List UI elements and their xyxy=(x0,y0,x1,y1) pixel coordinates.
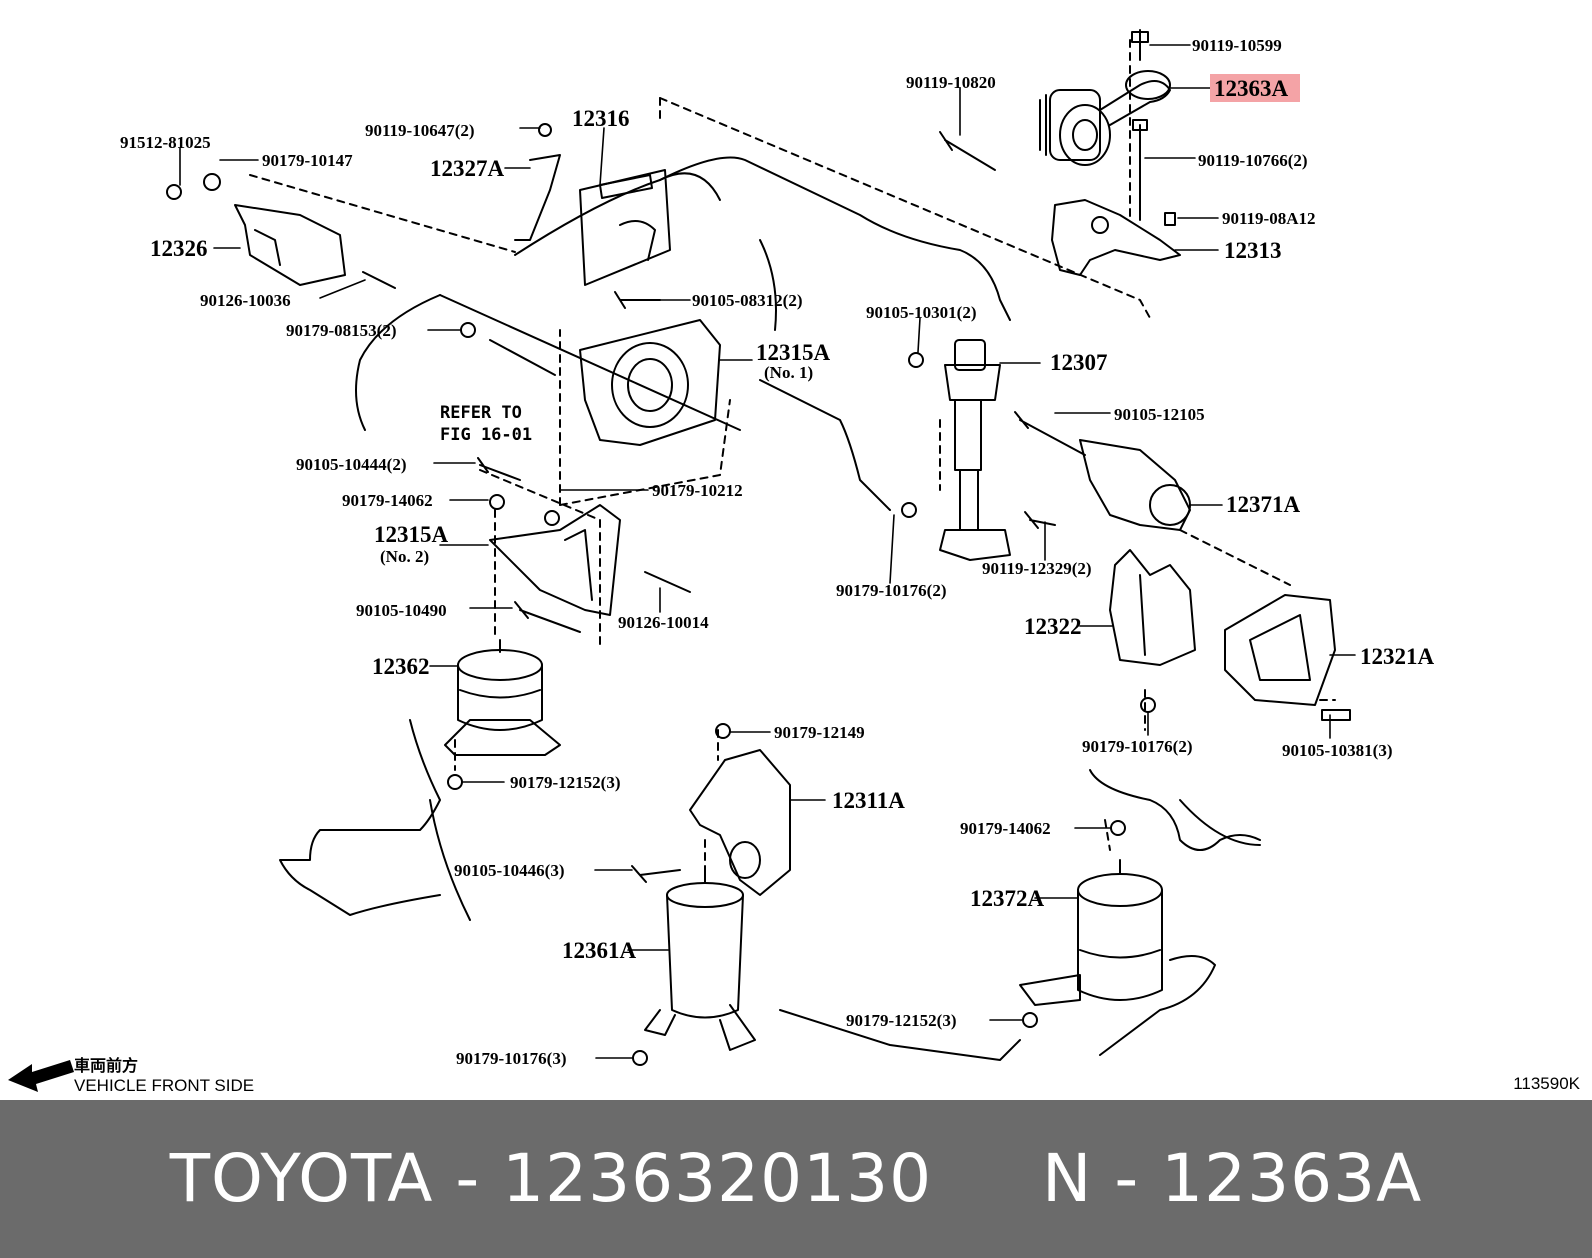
label-90105-10444: 90105-10444(2) xyxy=(296,455,406,474)
separator-2: - xyxy=(1114,1140,1140,1217)
label-12371A: 12371A xyxy=(1226,492,1301,517)
part-12311A-drawing xyxy=(689,749,791,896)
brand-name: TOYOTA xyxy=(169,1140,434,1217)
label-12313: 12313 xyxy=(1224,238,1282,263)
label-90119-12329: 90119-12329(2) xyxy=(982,559,1092,578)
label-90105-10490: 90105-10490 xyxy=(356,601,447,620)
front-label-en: VEHICLE FRONT SIDE xyxy=(74,1076,255,1095)
part-12307-drawing xyxy=(939,339,1011,561)
parts-diagram: 90119-10599 12363A 90119-10820 90119-107… xyxy=(8,29,1580,1095)
label-90179-14062-a: 90179-14062 xyxy=(342,491,433,510)
exploded-view-drawing: 90119-10599 12363A 90119-10820 90119-107… xyxy=(8,29,1435,1092)
label-90119-08A12: 90119-08A12 xyxy=(1222,209,1316,228)
label-90126-10036: 90126-10036 xyxy=(200,291,291,310)
label-90179-10176-b: 90179-10176(2) xyxy=(1082,737,1192,756)
part-12371A-drawing xyxy=(1079,439,1191,531)
note-refer-line2: FIG 16-01 xyxy=(440,425,532,445)
position-prefix: N xyxy=(1042,1140,1093,1217)
front-label-cn: 車両前方 xyxy=(74,1056,139,1075)
label-90179-12149: 90179-12149 xyxy=(774,723,865,742)
engine-outline xyxy=(279,156,1261,1061)
part-12315A-no2-drawing xyxy=(489,504,621,616)
part-12316-drawing xyxy=(579,169,671,286)
front-arrow-icon xyxy=(8,1060,74,1092)
label-90105-12105: 90105-12105 xyxy=(1114,405,1205,424)
label-90126-10014: 90126-10014 xyxy=(618,613,709,632)
label-90179-10212: 90179-10212 xyxy=(652,481,743,500)
label-90179-14062-b: 90179-14062 xyxy=(960,819,1051,838)
label-90119-10820: 90119-10820 xyxy=(906,73,996,92)
label-12363A-highlighted: 12363A xyxy=(1214,76,1289,101)
part-12327A-drawing xyxy=(514,154,561,241)
part-12372A-drawing xyxy=(1019,859,1163,1006)
label-12372A: 12372A xyxy=(970,886,1045,911)
label-90105-10446: 90105-10446(3) xyxy=(454,861,564,880)
label-12307: 12307 xyxy=(1050,350,1108,375)
label-12315A-no2-sub: (No. 2) xyxy=(380,547,429,566)
label-90119-10647: 90119-10647(2) xyxy=(365,121,475,140)
part-info-text: TOYOTA - 1236320130 N - 12363A xyxy=(0,1100,1592,1258)
part-12363A-drawing xyxy=(1039,70,1171,166)
nuts xyxy=(166,123,1156,1066)
part-12321A-drawing xyxy=(1224,594,1336,706)
label-90179-10176-c: 90179-10176(3) xyxy=(456,1049,566,1068)
label-90119-10766: 90119-10766(2) xyxy=(1198,151,1308,170)
label-90179-08153: 90179-08153(2) xyxy=(286,321,396,340)
bolts xyxy=(362,29,1351,883)
label-12315A-no1-sub: (No. 1) xyxy=(764,363,813,382)
label-91512-81025: 91512-81025 xyxy=(120,133,211,152)
part-number: 1236320130 xyxy=(502,1140,933,1217)
part-12361A-drawing xyxy=(644,869,756,1051)
label-12311A: 12311A xyxy=(832,788,905,813)
label-12327A: 12327A xyxy=(430,156,505,181)
label-90105-10381: 90105-10381(3) xyxy=(1282,741,1392,760)
part-12362-drawing xyxy=(444,639,561,756)
label-12326: 12326 xyxy=(150,236,208,261)
part-labels: 90119-10599 12363A 90119-10820 90119-107… xyxy=(120,36,1435,1068)
label-12322: 12322 xyxy=(1024,614,1082,639)
label-12315A-no1: 12315A xyxy=(756,340,831,365)
part-info-bar: TOYOTA - 1236320130 N - 12363A xyxy=(0,1100,1592,1258)
separator: - xyxy=(455,1140,481,1217)
label-12361A: 12361A xyxy=(562,938,637,963)
highlight-box xyxy=(1210,74,1300,102)
label-90179-12152-b: 90179-12152(3) xyxy=(846,1011,956,1030)
position-code: 12363A xyxy=(1161,1140,1423,1217)
note-refer-line1: REFER TO xyxy=(440,403,522,423)
label-12315A-no2: 12315A xyxy=(374,522,449,547)
part-12322-drawing xyxy=(1109,549,1196,666)
label-90179-10147: 90179-10147 xyxy=(262,151,353,170)
part-12315A-no1-drawing xyxy=(579,319,721,446)
leader-lines xyxy=(179,44,1356,1059)
label-90119-10599: 90119-10599 xyxy=(1192,36,1282,55)
label-12321A: 12321A xyxy=(1360,644,1435,669)
label-12362: 12362 xyxy=(372,654,430,679)
part-12326-drawing xyxy=(234,204,346,286)
label-90105-08312: 90105-08312(2) xyxy=(692,291,802,310)
figure-number: 113590K xyxy=(1513,1074,1580,1093)
label-90179-12152-a: 90179-12152(3) xyxy=(510,773,620,792)
part-12313-drawing xyxy=(1051,199,1181,276)
label-90105-10301: 90105-10301(2) xyxy=(866,303,976,322)
label-90179-10176-a: 90179-10176(2) xyxy=(836,581,946,600)
label-12316: 12316 xyxy=(572,106,630,131)
